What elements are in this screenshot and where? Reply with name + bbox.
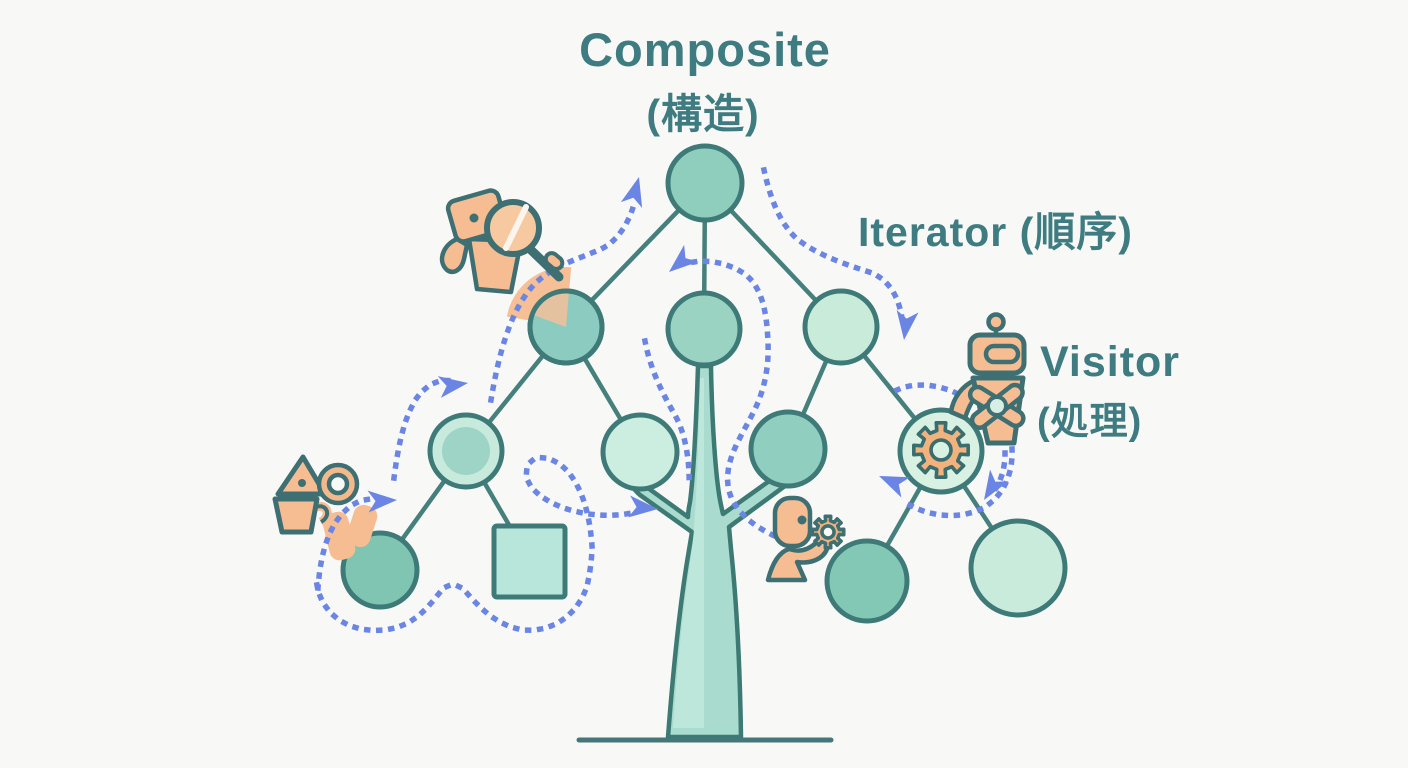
node-square xyxy=(491,523,568,600)
traversal-paths xyxy=(313,166,1015,634)
highlight-arc xyxy=(506,266,572,321)
path-to-root xyxy=(487,196,639,404)
worker-eye xyxy=(797,515,807,525)
path-left-up xyxy=(315,496,377,591)
explorer-eye xyxy=(469,213,479,223)
worker-head xyxy=(772,495,813,549)
robot-chest-dot xyxy=(986,395,1008,417)
path-right-of-gear xyxy=(992,437,1008,492)
path-bottom-loop xyxy=(313,543,595,634)
node-l3-trunk-right xyxy=(748,409,828,489)
node-l2-right xyxy=(802,288,880,366)
node-l3-trunk-left xyxy=(600,412,680,492)
shape-triangle xyxy=(275,454,328,497)
explorer-arm xyxy=(439,236,470,275)
highlight-wedge xyxy=(532,291,569,327)
label-composite-jp: (構造) xyxy=(646,91,760,137)
path-squiggle xyxy=(523,455,644,549)
node-l5-left xyxy=(824,538,910,624)
shape-ring-inner xyxy=(326,472,350,496)
path-center-left-branch xyxy=(641,337,692,490)
path-behind-robot xyxy=(893,382,962,398)
label-visitor: Visitor xyxy=(1040,338,1181,386)
label-visitor-jp: (処理) xyxy=(1037,401,1143,443)
worker-gear xyxy=(810,514,846,550)
gear-icon xyxy=(912,421,970,479)
cup-handle-line xyxy=(315,504,330,524)
triangle-eye xyxy=(298,479,306,487)
shapes-visitor-icon xyxy=(272,454,360,535)
lens-glint xyxy=(503,204,529,251)
explorer-magnifier-icon xyxy=(439,188,565,295)
path-center-horseshoe xyxy=(682,258,788,544)
orange-patches xyxy=(322,504,378,561)
label-iterator: Iterator (順序) xyxy=(858,209,1133,255)
node-l5-right xyxy=(968,518,1068,618)
robot-visor xyxy=(983,343,1021,365)
node-l2-center xyxy=(665,290,743,368)
node-root xyxy=(665,143,745,223)
robot-icon xyxy=(948,312,1027,446)
robot-antenna-ball xyxy=(986,312,1006,332)
label-composite: Composite xyxy=(579,23,831,76)
magnifier-handle xyxy=(526,245,564,282)
worker-gear-icon xyxy=(765,495,846,583)
node-concentric-inner xyxy=(442,427,490,475)
path-mid-left xyxy=(390,377,456,482)
node-l4-left xyxy=(340,530,420,610)
shape-cup xyxy=(272,496,320,535)
path-under-gear xyxy=(899,446,1015,519)
magnifier-grip xyxy=(543,251,565,271)
